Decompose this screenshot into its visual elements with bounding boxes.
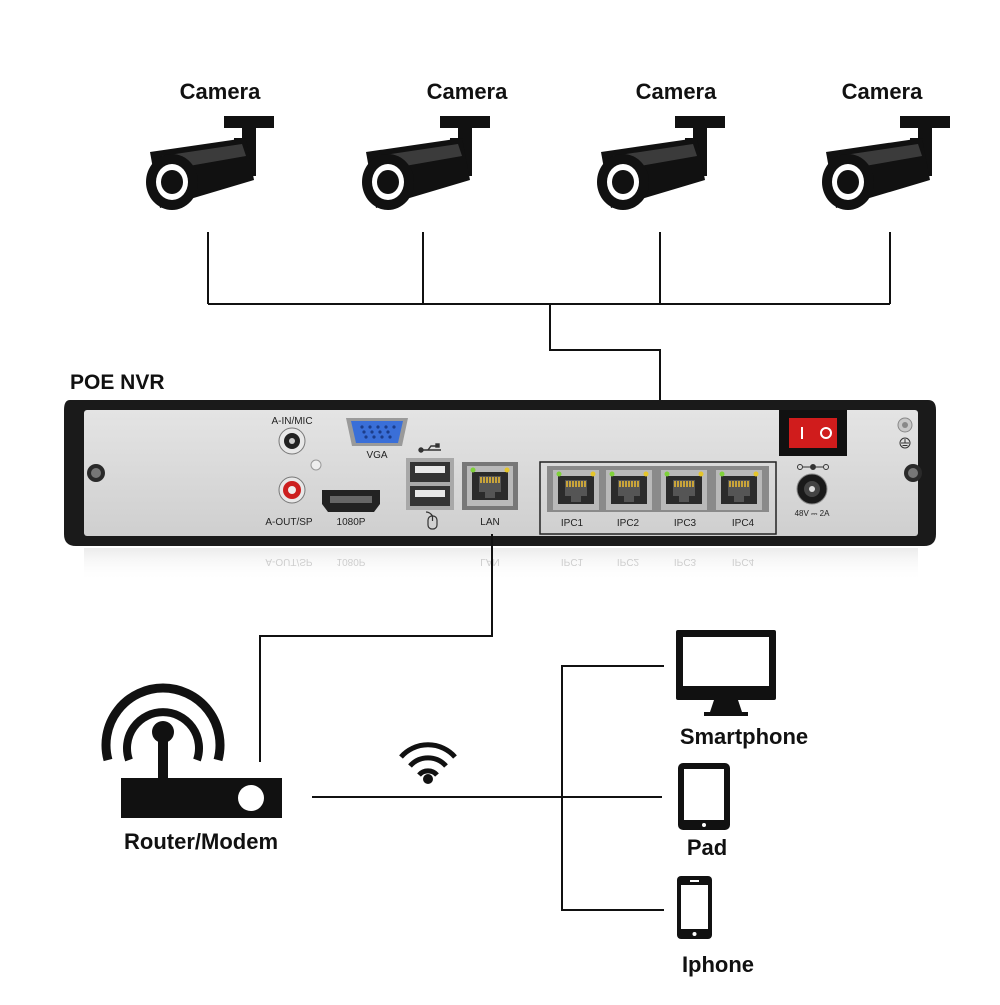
camera-icon [362,116,490,210]
router-icon [101,683,282,818]
router-label: Router/Modem [124,829,278,854]
camera-2: Camera [362,79,508,210]
audio-in-label: A-IN/MIC [271,416,312,427]
reflection-text: A-OUT/SP [265,556,313,567]
nvr-title: POE NVR [70,371,165,394]
ipc-port-4 [716,470,762,510]
audio-out-jack [278,476,306,504]
mouse-icon [425,511,438,530]
reflection-text: IPC4 [732,556,755,567]
camera-icon [146,116,274,210]
lan-port [462,462,518,510]
camera-icon [597,116,725,210]
nvr-reflection: A-OUT/SP 1080P LAN IPC1 IPC2 IPC3 IPC4 [84,548,918,582]
audio-out-label: A-OUT/SP [265,517,313,528]
hdmi-label: 1080P [337,517,366,528]
ipc-label: IPC1 [561,518,584,529]
usb-ports [406,458,454,510]
ipc-label: IPC2 [617,518,640,529]
ipc-port-1 [553,470,599,510]
lan-label: LAN [480,517,499,528]
reflection-text: IPC1 [561,556,584,567]
reflection-text: IPC3 [674,556,697,567]
ipc-label: IPC3 [674,518,697,529]
device-label: Iphone [682,952,754,977]
power-switch [779,410,847,456]
camera-3: Camera [597,79,725,210]
ground-icon [897,417,913,449]
ground-screw-icon [310,459,322,471]
wifi-dot [423,774,433,784]
tablet-icon [678,763,730,830]
monitor-icon [676,630,776,716]
usb-icon [418,443,441,453]
camera-1: Camera [146,79,274,210]
camera-label: Camera [636,79,717,104]
ipc-label: IPC4 [732,518,755,529]
camera-label: Camera [842,79,923,104]
device-monitor: Smartphone [676,630,808,749]
camera-label: Camera [180,79,261,104]
camera-label: Camera [427,79,508,104]
ipc-port-3 [661,470,707,510]
device-tablet: Pad [678,763,730,860]
audio-in-jack [278,427,306,455]
power-rating-label: 48V ⎓ 2A [795,509,831,518]
ipc-port-group: IPC1 IPC2 IPC3 IPC4 [539,461,777,535]
vga-port [346,418,408,446]
wifi-icon [399,742,457,777]
ipc-port-2 [606,470,652,510]
device-label: Smartphone [680,724,808,749]
nvr-device: A-IN/MIC A-OUT/SP VGA [64,400,936,546]
phone-icon [677,876,712,939]
vga-label: VGA [366,450,387,461]
hdmi-port [322,490,380,512]
device-label: Pad [687,835,727,860]
camera-4: Camera [822,79,950,210]
camera-icon [822,116,950,210]
reflection-text: 1080P [337,556,366,567]
lan-wiring [259,534,664,911]
dc-polarity-icon [797,464,829,470]
dc-power-jack [796,473,828,505]
router: Router/Modem [101,683,282,854]
reflection-text: IPC2 [617,556,640,567]
reflection-text: LAN [480,556,499,567]
device-phone: Iphone [677,876,754,977]
